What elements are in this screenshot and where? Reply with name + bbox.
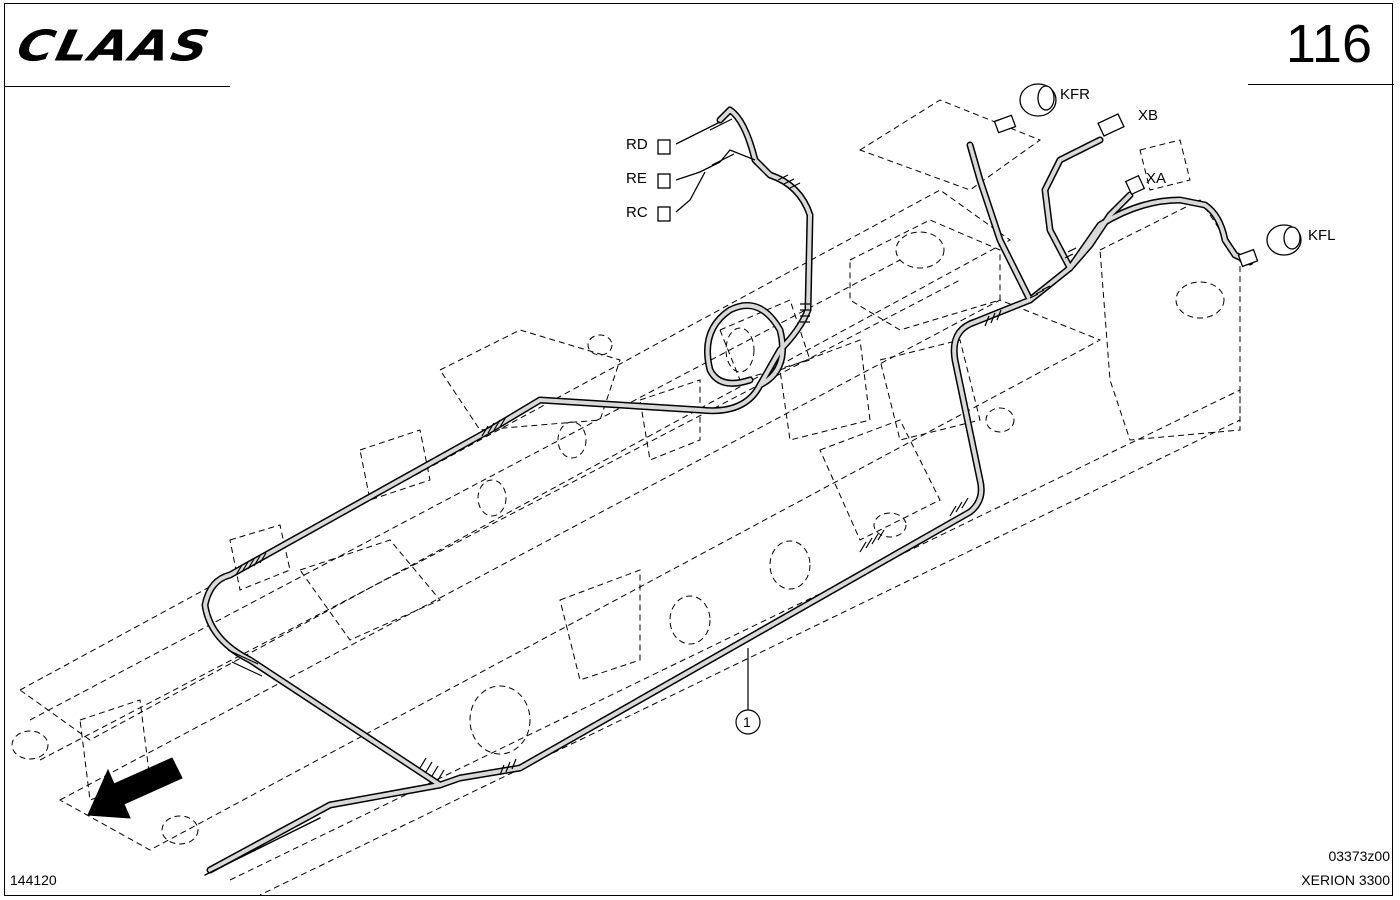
sheet-id: 144120 — [10, 872, 57, 888]
label-rc: RC — [626, 204, 648, 221]
callout-1 — [735, 648, 761, 735]
harness-main — [201, 106, 1254, 876]
header-rule-left — [4, 86, 230, 87]
connector-kfl-plug — [1237, 248, 1259, 268]
callout-1-number: 1 — [743, 714, 751, 730]
connector-xa — [1124, 174, 1146, 196]
connectors — [657, 83, 1302, 268]
label-kfl: KFL — [1308, 227, 1336, 244]
direction-arrow-icon — [87, 757, 183, 819]
label-rd: RD — [626, 136, 648, 153]
header-rule-right — [1248, 84, 1394, 85]
model-name: XERION 3300 — [1301, 872, 1390, 888]
harness-bands — [227, 118, 1077, 781]
drawing-code: 03373z00 — [1328, 848, 1390, 864]
connector-kfr-plug — [993, 114, 1017, 134]
drawing-frame — [4, 3, 1393, 896]
rear-branch-leads — [675, 121, 756, 213]
page-number: 116 — [1285, 14, 1372, 74]
label-xa: XA — [1146, 170, 1167, 187]
label-kfr: KFR — [1060, 86, 1090, 103]
connector-rc — [657, 206, 671, 222]
label-xb: XB — [1138, 107, 1159, 124]
connector-re — [657, 173, 671, 189]
connector-xb — [1097, 113, 1125, 137]
connector-rd — [657, 139, 671, 155]
label-re: RE — [626, 170, 647, 187]
